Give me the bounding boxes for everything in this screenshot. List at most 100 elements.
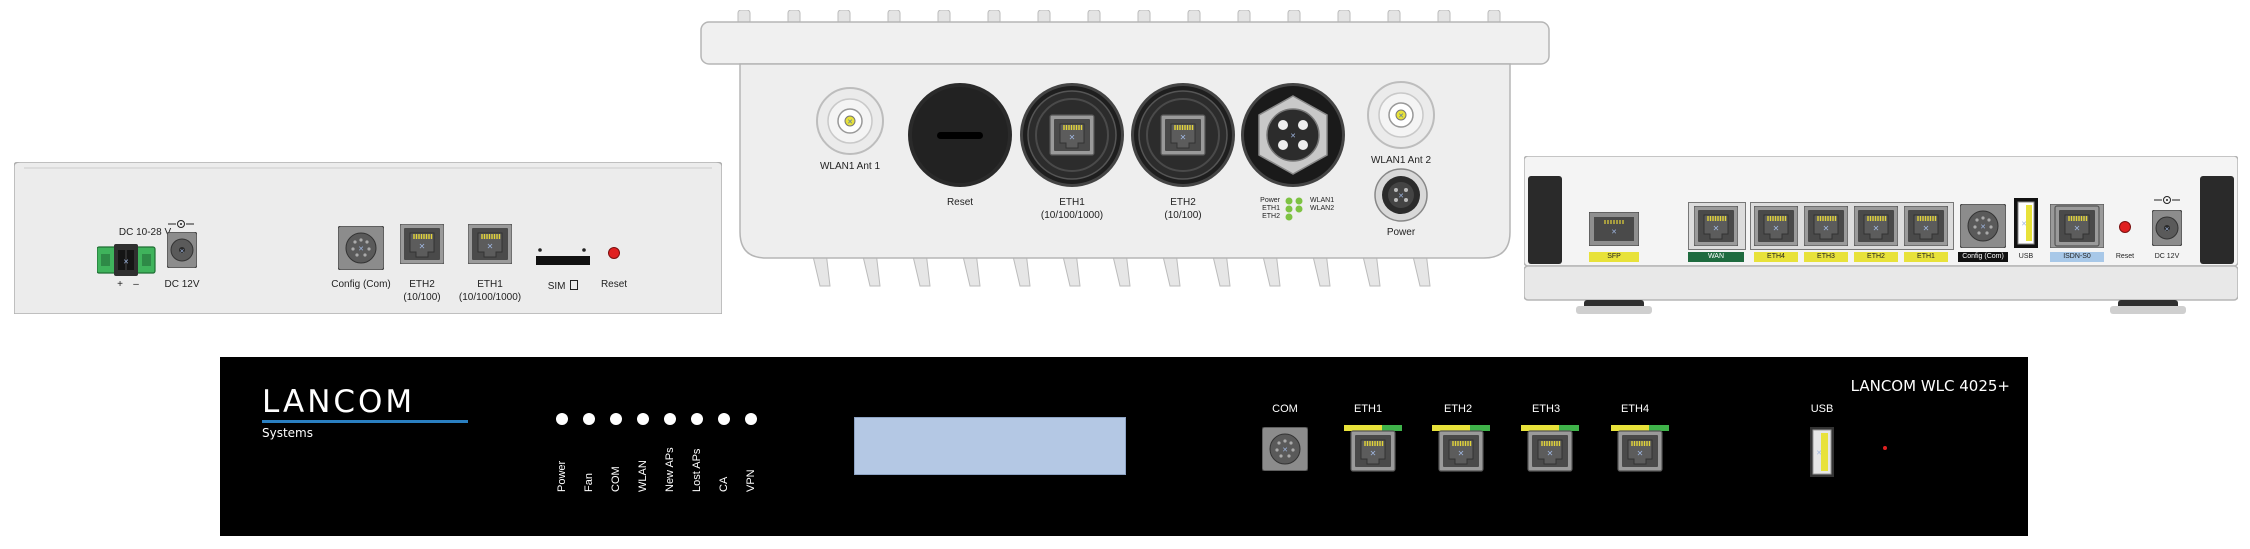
wan-port[interactable] xyxy=(1694,206,1738,246)
right-config-com-port[interactable] xyxy=(1960,204,2006,248)
lancom-wordmark: LANCOM xyxy=(262,384,416,420)
svg-text:✕: ✕ xyxy=(2021,220,2027,228)
led-label-ca: CA xyxy=(718,476,730,492)
front-eth3-label: ETH3 xyxy=(1531,403,1561,415)
wan-tag: WAN xyxy=(1688,252,1744,262)
eth2-port[interactable] xyxy=(400,224,444,264)
isdn-tag: ISDN-S0 xyxy=(2050,252,2104,262)
reset-label: Reset xyxy=(600,279,628,290)
front-eth1-port[interactable] xyxy=(1344,425,1404,473)
led-eth1-label: ETH1 xyxy=(1262,205,1280,212)
sfp-port[interactable]: ✕ xyxy=(1589,212,1639,246)
wlan1-ant2-connector[interactable] xyxy=(1366,80,1436,150)
right-dc-12v-jack[interactable] xyxy=(2152,210,2182,246)
eth2-speed-label: (10/100) xyxy=(403,292,441,303)
eth1-speed-label: (10/100/1000) xyxy=(458,292,522,303)
outdoor-eth2-speed-label: (10/100) xyxy=(1164,210,1202,221)
led-label-power: Power xyxy=(556,460,568,492)
eth3-port[interactable] xyxy=(1804,206,1848,246)
right-dc-tag: DC 12V xyxy=(2154,253,2180,260)
lancom-logo: LANCOM Systems xyxy=(262,385,472,442)
svg-text:✕: ✕ xyxy=(1398,192,1404,200)
outdoor-eth2-label: ETH2 xyxy=(1170,197,1196,208)
sim-slot[interactable] xyxy=(534,246,592,266)
lancom-subbrand: Systems xyxy=(262,426,313,440)
led-wlan2-label: WLAN2 xyxy=(1310,205,1335,212)
eth1-label: ETH1 xyxy=(477,279,503,290)
led-wlan1-label: WLAN1 xyxy=(1310,197,1335,204)
wlan1-ant2-label: WLAN1 Ant 2 xyxy=(1370,155,1432,166)
svg-text:✕: ✕ xyxy=(1611,228,1617,236)
outdoor-eth1-label: ETH1 xyxy=(1059,197,1085,208)
sim-label: SIM xyxy=(538,280,588,293)
eth2-port-right[interactable] xyxy=(1854,206,1898,246)
led-power-label: Power xyxy=(1260,197,1280,204)
eth1-port-right[interactable] xyxy=(1904,206,1948,246)
wlan1-ant1-connector[interactable] xyxy=(815,86,885,156)
led-label-lost-aps: Lost APs xyxy=(691,448,703,492)
dc-terminal-block[interactable]: ✕ xyxy=(97,244,157,276)
front-eth2-port[interactable] xyxy=(1432,425,1492,473)
front-lcd-display xyxy=(854,417,1126,475)
reset-button[interactable] xyxy=(607,246,621,260)
right-usb-tag: USB xyxy=(2018,253,2034,260)
front-com-label: COM xyxy=(1272,403,1298,415)
dc-12v-label: DC 12V xyxy=(164,279,200,290)
eth1-tag: ETH1 xyxy=(1904,252,1948,262)
power-connector[interactable]: ✕ xyxy=(1374,168,1428,222)
led-label-com: COM xyxy=(610,466,622,492)
config-com-port[interactable] xyxy=(338,226,384,270)
svg-text:✕: ✕ xyxy=(1816,449,1822,457)
svg-text:✕: ✕ xyxy=(123,258,129,266)
plus-label: + xyxy=(117,279,123,290)
eth2-label: ETH2 xyxy=(409,279,435,290)
power-label: Power xyxy=(1386,227,1416,238)
led-label-wlan: WLAN xyxy=(637,460,649,492)
sim-card-icon xyxy=(570,280,579,290)
lancom-logo-line xyxy=(262,420,468,423)
front-red-indicator xyxy=(1883,446,1887,450)
front-status-leds xyxy=(556,413,757,425)
front-com-port[interactable] xyxy=(1262,427,1308,471)
sim-label-text: SIM xyxy=(547,281,566,292)
dc-input-label: DC 10-28 V xyxy=(118,227,172,238)
front-usb-label: USB xyxy=(1810,403,1834,415)
dc-12v-jack[interactable] xyxy=(167,232,197,268)
front-eth4-port[interactable] xyxy=(1611,425,1671,473)
led-label-new-aps: New APs xyxy=(664,447,676,492)
isdn-s0-port[interactable] xyxy=(2050,204,2104,248)
sfp-tag: SFP xyxy=(1589,252,1639,262)
front-usb-port[interactable]: ✕ xyxy=(1810,427,1834,477)
reset-cover[interactable] xyxy=(907,82,1013,188)
front-eth1-label: ETH1 xyxy=(1353,403,1383,415)
led-label-vpn: VPN xyxy=(745,469,757,492)
right-dc-polarity-icon xyxy=(2154,196,2180,204)
outdoor-status-leds xyxy=(1285,197,1303,221)
right-router-rear-panel: ✕ SFP WAN ETH4 ETH3 ETH2 ETH1 Config (Co… xyxy=(1524,156,2238,320)
right-reset-tag: Reset xyxy=(2115,253,2135,260)
svg-text:✕: ✕ xyxy=(1290,132,1296,140)
outdoor-access-point-bottom: WLAN1 Ant 1 Reset ETH1 (10/100/1000) ETH… xyxy=(700,10,1550,290)
eth4-port[interactable] xyxy=(1754,206,1798,246)
right-reset-button[interactable] xyxy=(2118,220,2132,234)
eth1-port[interactable] xyxy=(468,224,512,264)
front-eth2-label: ETH2 xyxy=(1443,403,1473,415)
config-com-label: Config (Com) xyxy=(331,279,391,290)
front-eth4-label: ETH4 xyxy=(1620,403,1650,415)
right-config-tag: Config (Com) xyxy=(1958,252,2008,262)
right-usb-port[interactable]: ✕ xyxy=(2014,198,2038,248)
outdoor-eth1-speed-label: (10/100/1000) xyxy=(1040,210,1104,221)
left-router-rear-panel: DC 10-28 V ✕ + – DC 12V Config (Com) ETH… xyxy=(14,162,722,314)
eth3-tag: ETH3 xyxy=(1804,252,1848,262)
front-eth3-port[interactable] xyxy=(1521,425,1581,473)
outdoor-eth1-port[interactable] xyxy=(1019,82,1125,188)
led-eth2-label: ETH2 xyxy=(1262,213,1280,220)
outdoor-eth2-port[interactable] xyxy=(1130,82,1236,188)
outdoor-reset-label: Reset xyxy=(946,197,974,208)
wlan1-ant1-label: WLAN1 Ant 1 xyxy=(819,161,881,172)
outdoor-4pin-connector[interactable]: ✕ xyxy=(1240,82,1346,188)
front-model-name: LANCOM WLC 4025+ xyxy=(1850,377,2010,395)
led-label-fan: Fan xyxy=(583,473,595,492)
eth2-tag: ETH2 xyxy=(1854,252,1898,262)
wlc-4025-front-panel: LANCOM Systems Power Fan COM WLAN New AP… xyxy=(220,357,2028,536)
